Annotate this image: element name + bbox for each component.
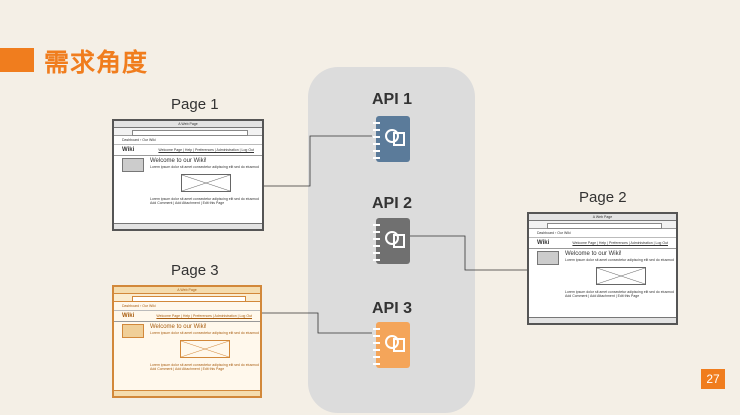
api-1-label: API 1 [371, 91, 412, 108]
address-bar [114, 128, 262, 136]
footer-links: Add Comment | Add Attachment | Edit this… [150, 201, 225, 205]
page-body: Welcome to our Wiki! Lorem ipsum dolor s… [529, 249, 676, 298]
slide-title: 需求角度 [44, 48, 149, 77]
sidebar [122, 158, 144, 172]
page-1-mockup: A Web Page Dashboard › Our Wiki Wiki Wel… [112, 119, 264, 231]
body-text: Lorem ipsum dolor sit amet consectetur a… [150, 165, 259, 169]
title-accent-bar [0, 48, 34, 72]
sidebar [537, 251, 559, 265]
page-number-badge: 27 [701, 369, 725, 389]
body-text: Lorem ipsum dolor sit amet consectetur a… [565, 290, 674, 294]
api-3-label: API 3 [371, 300, 412, 317]
notebook-icon [373, 116, 410, 162]
welcome-heading: Welcome to our Wiki! [565, 251, 622, 257]
sidebar [122, 324, 144, 338]
status-bar [529, 317, 676, 323]
site-name: Wiki [537, 240, 550, 246]
image-placeholder [180, 340, 230, 358]
breadcrumb: Dashboard › Our Wiki [529, 229, 676, 238]
site-nav: Welcome Page | Help | Preferences | Admi… [572, 241, 668, 245]
body-text: Lorem ipsum dolor sit amet consectetur a… [565, 258, 674, 262]
page-3-mockup: A Web Page Dashboard › Our Wiki Wiki Wel… [112, 285, 262, 398]
body-text: Lorem ipsum dolor sit amet consectetur a… [150, 197, 259, 201]
image-placeholder [595, 267, 646, 285]
status-bar [114, 223, 262, 229]
page-2-mockup: A Web Page Dashboard › Our Wiki Wiki Wel… [527, 212, 678, 325]
window-title: A Web Page [529, 214, 676, 221]
site-name: Wiki [122, 313, 135, 319]
page-2-label: Page 2 [579, 189, 627, 206]
connector-page1-api1 [264, 135, 372, 187]
window-title: A Web Page [114, 287, 260, 294]
body-text: Lorem ipsum dolor sit amet consectetur a… [150, 363, 259, 367]
site-nav: Welcome Page | Help | Preferences | Admi… [156, 314, 252, 318]
window-title: A Web Page [114, 121, 262, 128]
body-text: Lorem ipsum dolor sit amet consectetur a… [150, 331, 259, 335]
status-bar [114, 390, 260, 396]
page-body: Welcome to our Wiki! Lorem ipsum dolor s… [114, 156, 262, 205]
site-nav: Welcome Page | Help | Preferences | Admi… [158, 148, 254, 152]
site-header: Wiki Welcome Page | Help | Preferences |… [114, 311, 260, 322]
connector-api2-page2 [410, 235, 527, 271]
connector-page3-api3 [262, 312, 372, 334]
welcome-heading: Welcome to our Wiki! [150, 158, 207, 164]
address-bar [529, 221, 676, 229]
welcome-heading: Welcome to our Wiki! [150, 324, 207, 330]
notebook-icon [373, 322, 410, 368]
site-header: Wiki Welcome Page | Help | Preferences |… [529, 238, 676, 249]
page-1-label: Page 1 [171, 96, 219, 113]
site-name: Wiki [122, 147, 135, 153]
breadcrumb: Dashboard › Our Wiki [114, 136, 262, 145]
page-body: Welcome to our Wiki! Lorem ipsum dolor s… [114, 322, 260, 371]
footer-links: Add Comment | Add Attachment | Edit this… [150, 367, 225, 371]
address-bar [114, 294, 260, 302]
footer-links: Add Comment | Add Attachment | Edit this… [565, 294, 640, 298]
image-placeholder [181, 174, 231, 192]
site-header: Wiki Welcome Page | Help | Preferences |… [114, 145, 262, 156]
breadcrumb: Dashboard › Our Wiki [114, 302, 260, 311]
notebook-icon [373, 218, 410, 264]
api-2-label: API 2 [371, 195, 412, 212]
page-3-label: Page 3 [171, 262, 219, 279]
